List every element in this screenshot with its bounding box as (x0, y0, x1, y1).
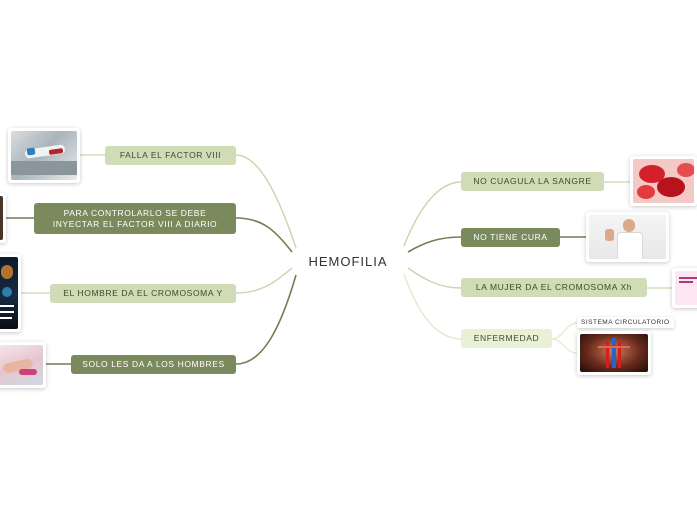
node-no-tiene-cura[interactable]: NO TIENE CURA (461, 228, 560, 247)
sub-node-sistema-circulatorio[interactable]: SISTEMA CIRCULATORIO (577, 317, 674, 328)
node-solo-hombres[interactable]: SOLO LES DA A LOS HOMBRES (71, 355, 236, 374)
node-enfermedad[interactable]: ENFERMEDAD (461, 329, 552, 348)
node-controlarlo[interactable]: PARA CONTROLARLO SE DEBE INYECTAR EL FAC… (34, 203, 236, 234)
link-enfermedad (404, 274, 461, 339)
link-no-cuagula (404, 182, 461, 246)
image-circulatory-system[interactable] (577, 331, 651, 375)
image-chromosome-poster[interactable] (0, 254, 21, 332)
central-topic[interactable]: HEMOFILIA (298, 248, 398, 274)
node-mujer-xh[interactable]: LA MUJER DA EL CROMOSOMA Xh (461, 278, 647, 297)
link-sub-sistema (552, 323, 577, 339)
link-factor-viii (236, 155, 296, 248)
node-no-cuagula[interactable]: NO CUAGULA LA SANGRE (461, 172, 604, 191)
node-controlarlo-line2: INYECTAR EL FACTOR VIII A DIARIO (53, 219, 218, 230)
image-doctor[interactable] (586, 212, 669, 262)
image-injection[interactable] (0, 193, 6, 243)
link-cromosoma-y (236, 268, 292, 293)
image-chromosome-diagram[interactable] (672, 268, 697, 308)
node-cromosoma-y[interactable]: EL HOMBRE DA EL CROMOSOMA Y (50, 284, 236, 303)
node-controlarlo-line1: PARA CONTROLARLO SE DEBE (64, 208, 207, 219)
link-img-r4 (552, 339, 577, 353)
link-controlarlo (236, 218, 292, 252)
image-blood-test-tube[interactable] (8, 128, 80, 183)
image-patient-arm[interactable] (0, 342, 46, 388)
link-no-cura (408, 237, 461, 252)
link-mujer-xh (408, 268, 461, 288)
link-solo-hombres (236, 275, 296, 364)
node-falla-factor-viii[interactable]: FALLA EL FACTOR VIII (105, 146, 236, 165)
image-red-blood-cells[interactable] (630, 156, 697, 206)
